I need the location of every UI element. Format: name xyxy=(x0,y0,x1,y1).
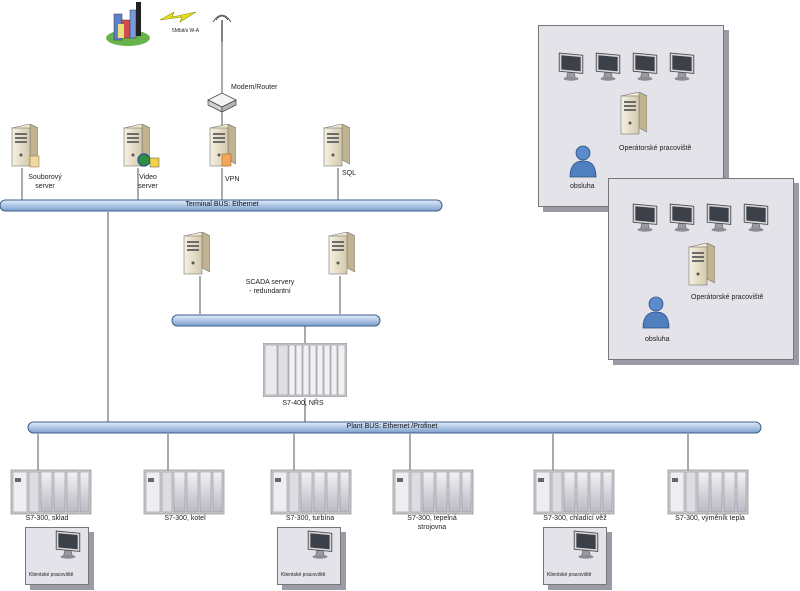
internet-building-icon xyxy=(106,2,150,46)
plant-bus-label: Plant BUS: Ethernet /Profinet xyxy=(346,423,438,430)
plc-rack-icon xyxy=(392,469,474,515)
client-label: Klientské pracoviště xyxy=(547,572,592,578)
user-icon xyxy=(569,145,597,178)
antenna-icon xyxy=(212,14,232,42)
operator-room-2: Operátorské pracoviště obsluha xyxy=(608,178,794,360)
plc-label: S7-300, turbína xyxy=(285,515,335,522)
client-label: Klientské pracoviště xyxy=(29,572,74,578)
monitor-icon xyxy=(55,530,81,560)
folder-icon xyxy=(29,155,40,168)
file-server-label: Souborový server xyxy=(28,174,62,190)
plc-label: S7-300, tepelná strojovna xyxy=(407,515,457,531)
scada-label: SCADA servery - redundantní xyxy=(245,279,295,295)
monitor-icon xyxy=(595,52,621,82)
scada-server-1-icon xyxy=(183,232,210,275)
user-icon xyxy=(642,296,670,329)
lightning-link-icon xyxy=(159,11,197,23)
s7-400-rack-icon xyxy=(263,343,347,397)
monitor-icon xyxy=(632,52,658,82)
monitor-icon xyxy=(669,203,695,233)
router-label: Modem/Router xyxy=(231,84,278,91)
plc-label: S7-300, výměník tepla xyxy=(675,515,745,522)
scada-bus xyxy=(171,314,381,327)
scada-server-2-icon xyxy=(328,232,355,275)
monitor-icon xyxy=(632,203,658,233)
sql-label: SQL xyxy=(342,170,357,177)
user-label: obsluha xyxy=(645,336,670,343)
plc-label: S7-300, sklad xyxy=(25,515,69,522)
operator-server-icon xyxy=(688,243,715,286)
s7-400-label: S7-400, NŘS xyxy=(282,400,324,407)
monitor-icon xyxy=(743,203,769,233)
user-label: obsluha xyxy=(570,183,595,190)
internet-speed-label: 5Mbit/s W-A xyxy=(172,28,200,34)
plc-rack-icon xyxy=(10,469,92,515)
operator-workstation-label: Operátorské pracoviště xyxy=(619,145,692,152)
monitor-icon xyxy=(307,530,333,560)
monitor-icon xyxy=(706,203,732,233)
client-label: Klientské pracoviště xyxy=(281,572,326,578)
monitor-icon xyxy=(573,530,599,560)
client-workstation-box: Klientské pracoviště xyxy=(25,527,89,585)
terminal-bus xyxy=(0,199,443,212)
plc-rack-icon xyxy=(667,469,749,515)
router-icon xyxy=(207,92,237,113)
film-icon xyxy=(149,157,160,168)
client-workstation-box: Klientské pracoviště xyxy=(277,527,341,585)
video-server-label: Video server xyxy=(138,174,158,190)
plc-rack-icon xyxy=(533,469,615,515)
globe-icon xyxy=(137,153,151,167)
plant-bus xyxy=(27,421,762,434)
sql-server-icon xyxy=(323,124,350,167)
terminal-bus-label: Terminal BUS: Ethernet xyxy=(185,201,259,208)
vpn-label: VPN xyxy=(225,176,240,183)
monitor-icon xyxy=(669,52,695,82)
lock-icon xyxy=(221,153,232,167)
operator-server-icon xyxy=(620,92,647,135)
plc-label: S7-300, chladící věž xyxy=(543,515,607,522)
connection-lines xyxy=(21,30,689,470)
monitor-icon xyxy=(558,52,584,82)
plc-rack-icon xyxy=(143,469,225,515)
operator-workstation-label: Operátorské pracoviště xyxy=(691,294,764,301)
plc-rack-icon xyxy=(270,469,352,515)
plc-label: S7-300, kotel xyxy=(164,515,206,522)
client-workstation-box: Klientské pracoviště xyxy=(543,527,607,585)
